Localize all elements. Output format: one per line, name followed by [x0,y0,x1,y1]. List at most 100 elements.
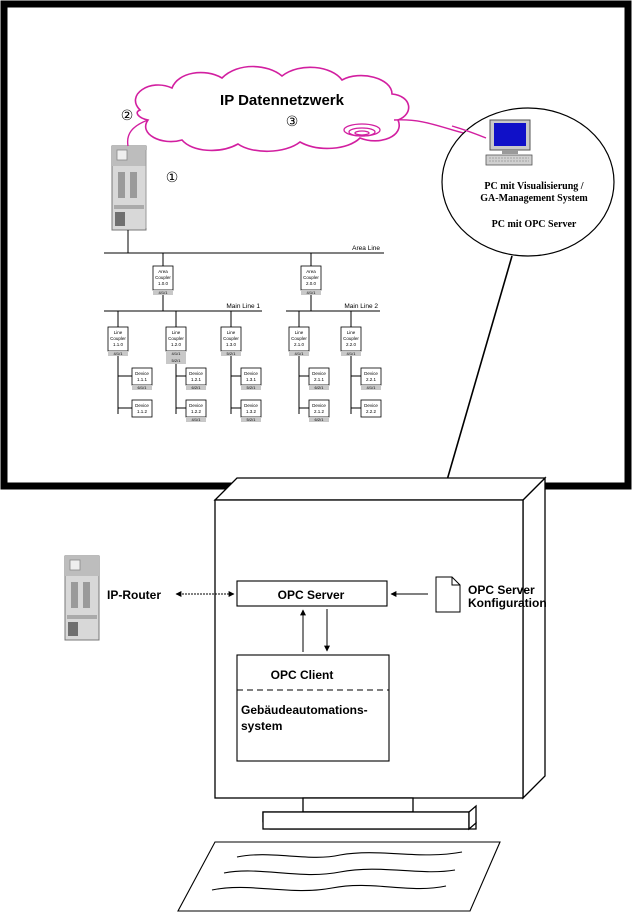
svg-text:2.2.2: 2.2.2 [366,409,377,414]
marker-1: ① [166,170,179,186]
config-label-line1: OPC Server [468,583,535,597]
pc-circle [441,107,615,257]
opc-client-label: OPC Client [271,668,334,682]
circle-to-computer-arrow [441,255,513,495]
svg-text:Area: Area [158,269,168,274]
svg-text:4/1/1: 4/1/1 [159,290,169,295]
document-icon [435,576,461,613]
line-coupler: Line Coupler 1.1.0 4/1/1 [107,326,129,356]
svg-text:Device: Device [364,403,378,408]
device-box: Device 1.1.2 [131,399,153,418]
pc-caption-line2: GA-Management System [480,193,588,204]
svg-text:Device: Device [135,371,149,376]
knx-topology [104,230,384,414]
opc-server-label: OPC Server [278,588,345,602]
svg-text:Device: Device [244,403,258,408]
svg-text:1.3.2: 1.3.2 [246,409,257,414]
svg-text:6/2/1: 6/2/1 [192,385,202,390]
svg-text:2.1.0: 2.1.0 [294,342,305,347]
svg-text:1.1.2: 1.1.2 [137,409,148,414]
svg-text:Device: Device [312,371,326,376]
svg-text:2.0.0: 2.0.0 [306,281,317,286]
svg-text:4/1/1: 4/1/1 [347,351,357,356]
svg-text:1.3.0: 1.3.0 [226,342,237,347]
line-coupler: Line Coupler 2.2.0 4/1/1 [340,326,362,356]
svg-text:4/1/1: 4/1/1 [192,417,202,422]
config-label-line2: Konfiguration [468,596,547,610]
svg-text:Line: Line [295,330,304,335]
area-line-label: Area Line [352,245,380,252]
line-coupler: Line Coupler 2.1.0 4/1/1 [288,326,310,356]
opc-client-box [236,654,390,762]
svg-text:2.1.2: 2.1.2 [314,409,325,414]
svg-text:1.0.0: 1.0.0 [158,281,169,286]
svg-text:Coupler: Coupler [110,336,126,341]
svg-text:5/2/1: 5/2/1 [247,385,257,390]
svg-text:Device: Device [189,371,203,376]
area-coupler: Area Coupler 2.0.0 4/1/1 [300,265,322,295]
svg-text:Device: Device [364,371,378,376]
svg-text:Line: Line [172,330,181,335]
router-cloud-cable [126,119,149,147]
pc-icon [485,119,533,166]
svg-text:1.1.0: 1.1.0 [113,342,124,347]
svg-text:4/1/1: 4/1/1 [367,385,377,390]
svg-text:1.2.1: 1.2.1 [191,377,202,382]
opc-server-box [236,580,388,607]
svg-text:Device: Device [312,403,326,408]
device-box: Device 1.2.2 4/1/1 [185,399,207,422]
svg-text:4/1/1: 4/1/1 [172,351,182,356]
svg-text:Line: Line [114,330,123,335]
line-coupler: Line Coupler 1.3.0 5/2/1 [220,326,242,356]
svg-text:1.2.0: 1.2.0 [171,342,182,347]
svg-text:5/2/1: 5/2/1 [247,417,257,422]
pc-caption-line1: PC mit Visualisierung / [484,181,583,192]
ip-router-label: IP-Router [107,588,161,602]
svg-text:6/1/1: 6/1/1 [138,385,148,390]
svg-text:Coupler: Coupler [291,336,307,341]
svg-text:2.1.1: 2.1.1 [314,377,325,382]
svg-text:Line: Line [347,330,356,335]
line-coupler: Line Coupler 1.2.0 4/1/1 5/2/1 [165,326,187,364]
area-coupler: Area Coupler 1.0.0 4/1/1 [152,265,174,295]
marker-2: ② [121,108,134,124]
device-box: Device 2.1.2 6/2/1 [308,399,330,422]
svg-text:Device: Device [189,403,203,408]
device-box: Device 1.3.2 5/2/1 [240,399,262,422]
svg-text:4/1/1: 4/1/1 [114,351,124,356]
svg-text:Device: Device [244,371,258,376]
svg-text:1.1.1: 1.1.1 [137,377,148,382]
svg-text:Coupler: Coupler [168,336,184,341]
svg-text:2.2.0: 2.2.0 [346,342,357,347]
svg-text:Coupler: Coupler [223,336,239,341]
system-label-line1: Gebäudeautomations- [241,703,368,717]
computer-stand [262,797,477,831]
device-box: Device 2.2.1 4/1/1 [360,367,382,390]
svg-text:Device: Device [135,403,149,408]
svg-text:1.3.1: 1.3.1 [246,377,257,382]
main-line-2-label: Main Line 2 [344,303,378,310]
device-box: Device 1.3.1 5/2/1 [240,367,262,390]
marker-3: ③ [286,114,299,130]
keyboard [177,841,501,912]
system-label-line2: system [241,719,282,733]
svg-text:Line: Line [227,330,236,335]
svg-text:4/1/1: 4/1/1 [295,351,305,356]
svg-text:6/2/1: 6/2/1 [315,385,325,390]
ip-router-device-top [111,145,147,231]
svg-text:4/1/1: 4/1/1 [307,290,317,295]
device-box: Device 1.2.1 6/2/1 [185,367,207,390]
svg-text:Coupler: Coupler [155,275,171,280]
ip-router-device-bottom [64,555,100,641]
main-line-1-label: Main Line 1 [226,303,260,310]
device-box: Device 2.2.2 [360,399,382,418]
pc-caption-line3: PC mit OPC Server [492,219,577,230]
svg-text:1.2.2: 1.2.2 [191,409,202,414]
svg-text:2.2.1: 2.2.1 [366,377,377,382]
svg-text:6/2/1: 6/2/1 [315,417,325,422]
cable-coil [343,123,381,137]
cloud-title: IP Datennetzwerk [220,92,345,109]
svg-text:5/2/1: 5/2/1 [172,358,182,363]
svg-text:5/2/1: 5/2/1 [227,351,237,356]
